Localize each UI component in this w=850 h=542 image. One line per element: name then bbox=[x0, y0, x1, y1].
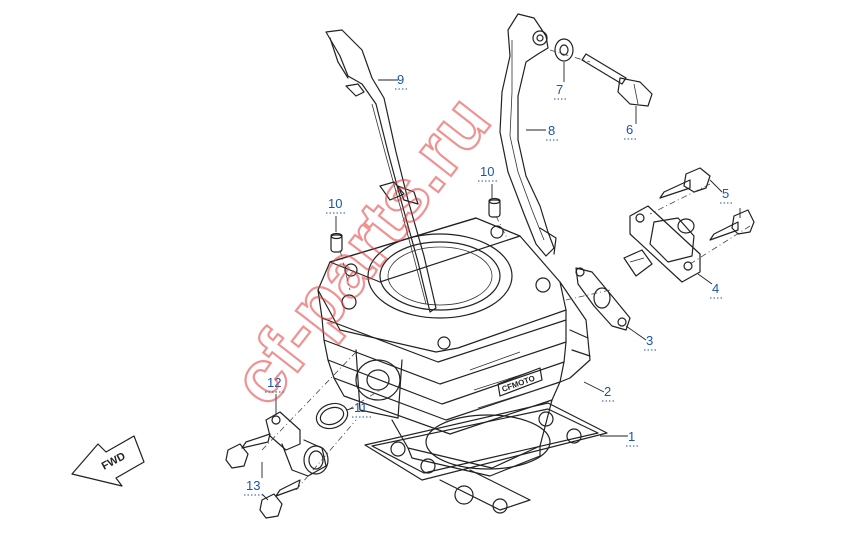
callout-13: 13 bbox=[246, 478, 260, 493]
fwd-direction-arrow: FWD bbox=[71, 435, 145, 487]
callout-labels: 1 2 3 4 5 6 7 8 9 10 10 11 12 13 bbox=[244, 72, 732, 496]
callout-3: 3 bbox=[646, 333, 653, 348]
callout-11: 11 bbox=[354, 400, 368, 415]
callout-9: 9 bbox=[397, 72, 404, 87]
part-11-o-ring bbox=[315, 402, 349, 430]
part-6-bolt bbox=[581, 53, 653, 107]
part-3-tensioner-gasket bbox=[575, 267, 631, 331]
callout-7: 7 bbox=[556, 82, 563, 97]
callout-4: 4 bbox=[712, 281, 719, 296]
part-13-bolt-upper bbox=[225, 433, 271, 469]
part-8-chain-guide-rear bbox=[499, 13, 557, 257]
fwd-label: FWD bbox=[100, 450, 128, 472]
callout-8: 8 bbox=[548, 123, 555, 138]
part-13-bolt-lower bbox=[259, 479, 301, 519]
callout-12: 12 bbox=[267, 375, 281, 390]
part-2-cylinder-block: CFMOTO bbox=[317, 217, 591, 477]
assembly-centerlines bbox=[261, 49, 751, 491]
part-9-chain-guide bbox=[325, 29, 437, 313]
part-12-outlet-fitting bbox=[265, 411, 329, 477]
part-1-cylinder-base-gasket bbox=[364, 402, 608, 514]
part-4-chain-tensioner bbox=[623, 205, 701, 283]
leader-lines bbox=[261, 62, 741, 501]
callout-1: 1 bbox=[628, 429, 635, 444]
part-5-bolt-upper bbox=[659, 167, 711, 199]
callout-6: 6 bbox=[626, 122, 633, 137]
callout-10-left: 10 bbox=[328, 196, 342, 211]
part-10-dowel-pin-left bbox=[330, 232, 343, 253]
part-7-washer bbox=[554, 38, 574, 62]
part-10-dowel-pin-right bbox=[488, 197, 501, 218]
part-5-bolt-lower bbox=[709, 209, 755, 241]
callout-10-right: 10 bbox=[480, 164, 494, 179]
callout-2: 2 bbox=[604, 384, 611, 399]
callout-5: 5 bbox=[722, 186, 729, 201]
